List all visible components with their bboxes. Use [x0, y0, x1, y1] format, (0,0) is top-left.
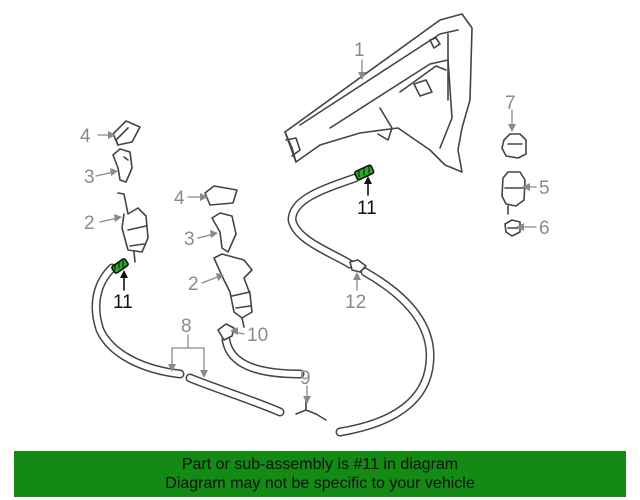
callout-8: 8	[181, 316, 192, 337]
pump-cylinder-left	[117, 192, 149, 263]
washer-pump-part-7	[501, 133, 527, 159]
hose-center	[221, 335, 305, 379]
nozzle-cover-left	[112, 120, 141, 146]
connector-part-10	[217, 323, 235, 341]
callout-11-right: 11	[357, 198, 377, 219]
callout-10: 10	[247, 325, 268, 346]
washer-pump-part-5	[501, 171, 526, 215]
hose-bottom	[185, 373, 285, 417]
callout-11-left: 11	[113, 292, 133, 313]
check-valve-highlighted-right	[354, 164, 375, 181]
y-connector-part-9	[295, 399, 327, 421]
arrowheads-highlight	[120, 176, 372, 278]
callout-4-center: 4	[174, 188, 185, 209]
hose-main	[287, 173, 435, 437]
callout-3-left: 3	[84, 167, 95, 188]
pump-cylinder-center	[213, 253, 253, 328]
nozzle-cover-center	[204, 185, 238, 206]
connector-part-12	[349, 259, 367, 273]
callout-5: 5	[539, 178, 550, 199]
banner-line-1: Part or sub-assembly is #11 in diagram	[181, 456, 459, 473]
callout-4-left: 4	[80, 126, 91, 147]
banner-line-2: Diagram may not be specific to your vehi…	[165, 475, 475, 492]
callout-9: 9	[300, 368, 311, 389]
callout-6: 6	[539, 218, 550, 239]
info-banner: Part or sub-assembly is #11 in diagram D…	[14, 451, 626, 497]
callout-2-center: 2	[188, 274, 199, 295]
callout-12: 12	[345, 292, 366, 313]
grommet-part-6	[504, 219, 521, 237]
hose-left	[91, 263, 185, 379]
arrowheads	[108, 72, 530, 404]
nozzle-center	[211, 212, 237, 253]
callout-3-center: 3	[184, 229, 195, 250]
washer-reservoir	[284, 13, 473, 173]
nozzle-left	[112, 148, 133, 183]
callout-1: 1	[354, 40, 365, 61]
callout-2-left: 2	[84, 213, 95, 234]
callout-7: 7	[505, 93, 516, 114]
check-valve-highlighted-left	[111, 258, 129, 274]
